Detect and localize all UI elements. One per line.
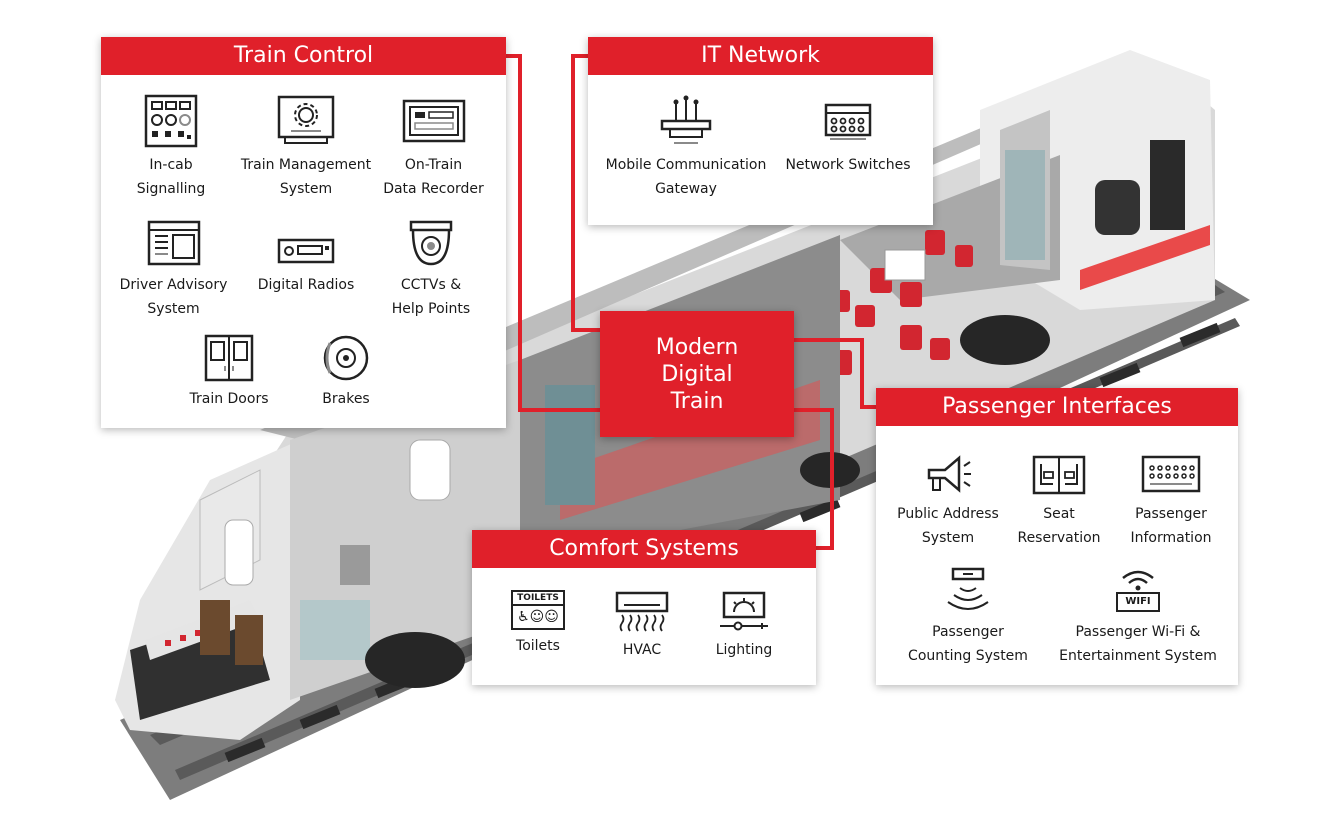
brakes-item: Brakes [301,333,391,411]
modern-digital-train-hub: Modern Digital Train [600,311,794,437]
gateway-icon [660,95,712,144]
megaphone-icon [927,455,971,493]
digital-radios-item: Digital Radios [246,233,366,297]
network-switch-icon [824,103,872,140]
in-cab-signalling-label: In-cab Signalling [136,157,206,197]
comfort-systems-title: Comfort Systems [472,530,816,568]
wifi-label: Passenger Wi-Fi & Entertainment System [1059,624,1217,664]
brakes-label: Brakes [322,391,370,407]
wifi-sign-text: WIFI [1116,592,1160,612]
public-address-label: Public Address System [897,506,999,546]
comfort-systems-panel: Comfort Systems TOILETS ♿☺☺ Toilets HVAC [472,530,816,685]
toilets-sign-text: TOILETS [513,592,563,606]
cctv-item: CCTVs & Help Points [376,219,486,321]
toilets-label: Toilets [516,638,560,654]
management-screen-icon [277,95,335,144]
hvac-icon [615,591,669,632]
info-display-icon [1141,455,1201,493]
mobile-gateway-label: Mobile Communication Gateway [605,157,767,197]
cctv-label: CCTVs & Help Points [391,277,471,317]
data-recorder-icon [402,99,465,143]
passenger-interfaces-panel: Passenger Interfaces Public Address Syst… [876,388,1238,685]
seat-reservation-label: Seat Reservation [1017,506,1101,546]
toilets-figures-icon: ♿☺☺ [517,609,559,625]
train-management-label: Train Management System [240,157,372,197]
driver-advisory-label: Driver Advisory System [119,277,228,317]
counting-sensor-icon [947,567,989,610]
driver-advisory-item: Driver Advisory System [111,219,236,321]
wifi-waves-icon [1122,570,1154,591]
in-cab-signalling-item: In-cab Signalling [101,93,241,201]
door-icon [204,334,254,382]
train-doors-item: Train Doors [179,333,279,411]
hvac-item: HVAC [607,590,677,662]
brake-disc-icon [323,335,369,381]
passenger-interfaces-title: Passenger Interfaces [876,388,1238,426]
toilets-sign-icon: TOILETS ♿☺☺ [511,590,565,630]
signal-panel-icon [144,94,198,148]
passenger-information-item: Passenger Information [1116,454,1226,550]
passenger-counting-item: Passenger Counting System [894,566,1042,668]
wifi-item: WIFI Passenger Wi-Fi & Entertainment Sys… [1052,566,1224,668]
passenger-information-label: Passenger Information [1130,506,1212,546]
data-recorder-label: On-Train Data Recorder [383,157,484,197]
data-recorder-item: On-Train Data Recorder [376,93,491,201]
train-control-title: Train Control [101,37,506,75]
train-management-item: Train Management System [231,93,381,201]
toilets-item: TOILETS ♿☺☺ Toilets [502,590,574,658]
lighting-item: Lighting [704,590,784,662]
mobile-gateway-item: Mobile Communication Gateway [596,93,776,201]
train-doors-label: Train Doors [189,391,269,407]
seat-reservation-icon [1032,455,1086,495]
train-control-panel: Train Control In-cab Signalling Train Ma… [101,37,506,428]
it-network-panel: IT Network Mobile Communication Gateway … [588,37,933,225]
network-switches-item: Network Switches [778,93,918,177]
cctv-dome-icon [409,220,453,266]
network-switches-label: Network Switches [785,157,911,173]
lighting-icon [720,591,768,631]
public-address-item: Public Address System [888,454,1008,550]
advisory-screen-icon [147,220,200,266]
digital-radios-label: Digital Radios [257,277,355,293]
lighting-label: Lighting [715,642,773,658]
seat-reservation-item: Seat Reservation [1009,454,1109,550]
passenger-counting-label: Passenger Counting System [908,624,1028,664]
radio-icon [277,238,335,264]
hvac-label: HVAC [622,642,662,658]
it-network-title: IT Network [588,37,933,75]
wifi-icon: WIFI [1113,566,1163,616]
